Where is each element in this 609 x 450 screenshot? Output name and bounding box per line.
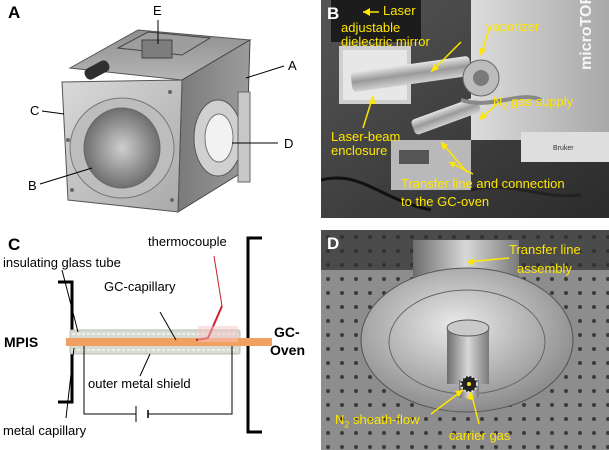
gc-oven-bracket xyxy=(246,236,262,434)
center-tube xyxy=(447,328,489,384)
panel-c-letter: C xyxy=(8,235,21,254)
laser-beam-tube xyxy=(350,56,472,92)
label-mirror-line1: adjustable xyxy=(341,20,401,35)
label-vaporizer: vaporizer xyxy=(486,19,540,34)
panel-a-letter: A xyxy=(8,3,21,22)
label-thermocouple: thermocouple xyxy=(148,234,227,249)
metal-capillary xyxy=(66,338,272,346)
panel-b-photo: microTOF Bruker xyxy=(321,0,609,218)
panel-d-letter: D xyxy=(327,234,340,253)
label-metal-capillary: metal capillary xyxy=(3,423,87,438)
laser-housing xyxy=(331,0,421,42)
ionization-chamber-drawing xyxy=(39,20,285,213)
label-n2-gas-supply: N2 gas supply xyxy=(493,94,574,112)
label-assembly: assembly xyxy=(517,261,572,276)
side-flange-inner xyxy=(204,113,234,163)
microtof-text: microTOF xyxy=(578,0,595,70)
label-e: E xyxy=(153,3,162,18)
knob xyxy=(84,60,110,80)
panel-d-photo: D Transfer line assembly N2 sheath-flow … xyxy=(321,230,609,450)
panel-c: C thermocouple insulating glass tube GC-… xyxy=(0,230,318,450)
instrument-photo: microTOF Bruker xyxy=(321,0,609,218)
label-d: D xyxy=(284,136,294,151)
label-transfer-line: Transfer line xyxy=(509,242,581,257)
label-gc-oven-line2: Oven xyxy=(270,342,306,358)
bruker-text: Bruker xyxy=(553,145,574,152)
label-transfer-line1: Transfer line and connection xyxy=(401,176,565,191)
label-a: A xyxy=(288,58,297,73)
label-outer-metal-shield: outer metal shield xyxy=(88,376,191,391)
label-mpis: MPIS xyxy=(4,334,39,350)
label-b: B xyxy=(28,178,37,193)
label-gc-oven-line1: GC- xyxy=(274,324,300,340)
label-enclosure-line1: Laser-beam xyxy=(331,129,401,144)
circuit-wire xyxy=(83,346,233,415)
label-c: C xyxy=(30,103,40,118)
label-n2-sheath-flow: N2 sheath-flow xyxy=(335,412,420,430)
controller-box xyxy=(391,140,471,190)
panel-b-letter: B xyxy=(327,4,340,23)
label-carrier-gas: carrier gas xyxy=(449,428,511,443)
label-mirror-line2: dielectric mirror xyxy=(341,34,430,49)
label-laser: Laser xyxy=(383,3,416,18)
label-transfer-line2: to the GC-oven xyxy=(401,194,490,209)
label-enclosure-line2: enclosure xyxy=(331,143,388,158)
transfer-line-photo xyxy=(321,230,609,450)
front-window-inner xyxy=(83,107,161,189)
transfer-line-schematic xyxy=(58,236,272,434)
label-gc-capillary: GC-capillary xyxy=(104,279,176,294)
label-insulating-glass-tube: insulating glass tube xyxy=(3,255,121,270)
panel-a: A xyxy=(0,0,310,225)
